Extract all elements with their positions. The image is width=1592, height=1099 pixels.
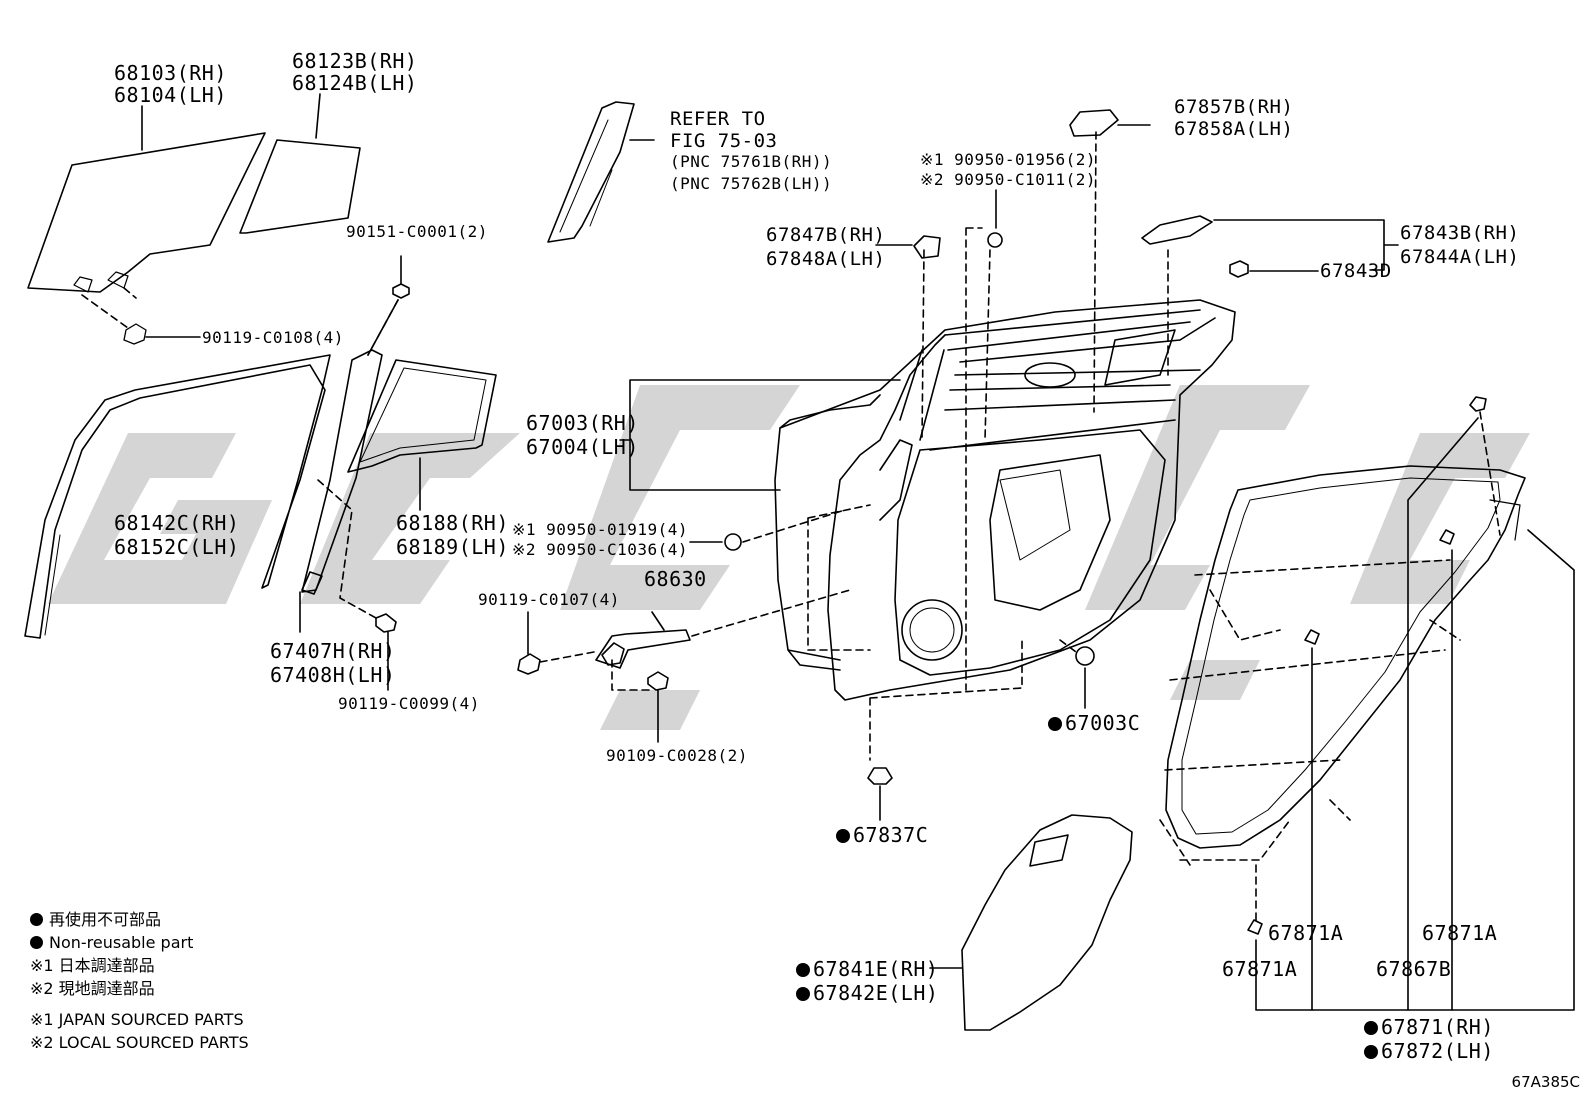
- label-68630: 68630: [644, 567, 707, 591]
- label-clip-c1036: ※2 90950-C1036(4): [512, 540, 689, 559]
- label-screw-c0001: 90151-C0001(2): [346, 222, 488, 241]
- label-67848a: 67848A(LH): [766, 248, 886, 270]
- rear-door-shell: [779, 299, 1236, 701]
- quarter-window-frame: [347, 359, 497, 473]
- legend-en-source-1: ※1 JAPAN SOURCED PARTS: [30, 1010, 244, 1029]
- pillar-garnish: [547, 101, 635, 243]
- legend-nonreusable-en: Non-reusable part: [30, 931, 249, 954]
- door-weatherstrip: [1165, 465, 1526, 849]
- label-67837c: 67837C: [836, 824, 928, 846]
- label-67003: 67003(RH): [526, 411, 639, 435]
- nonreusable-bullet-icon: [30, 936, 43, 949]
- division-bar: [301, 349, 383, 593]
- service-hole-cover: [961, 814, 1133, 1031]
- label-67843b: 67843B(RH): [1400, 222, 1520, 244]
- watermark-logo: [48, 385, 1530, 730]
- label-67003c: 67003C: [1048, 712, 1140, 734]
- figure-code: 67A385C: [1511, 1073, 1580, 1091]
- label-67407h: 67407H(RH): [270, 639, 396, 663]
- legend-jp-source-1: ※1 日本調達部品: [30, 956, 155, 975]
- label-67871: 67871(RH): [1364, 1016, 1494, 1038]
- label-67843d: 67843D: [1320, 260, 1392, 282]
- glass-run-channel: [24, 354, 331, 639]
- label-refer-3: (PNC 75761B(RH)): [670, 152, 833, 171]
- label-glass-lh: 68104(LH): [114, 83, 227, 107]
- legend-jp-source-2: ※2 現地調達部品: [30, 979, 155, 998]
- label-68189: 68189(LH): [396, 535, 509, 559]
- label-bolt-c0108: 90119-C0108(4): [202, 328, 344, 347]
- label-67004: 67004(LH): [526, 435, 639, 459]
- label-67872: 67872(LH): [1364, 1040, 1494, 1062]
- legend-en-source-2: ※2 LOCAL SOURCED PARTS: [30, 1033, 249, 1052]
- label-67858a: 67858A(LH): [1174, 118, 1294, 140]
- label-bolt-c0107: 90119-C0107(4): [478, 590, 620, 609]
- label-67871a-1: 67871A: [1268, 921, 1344, 945]
- quarter-glass: [239, 139, 361, 234]
- label-quarter-glass-lh: 68124B(LH): [292, 71, 418, 95]
- label-quarter-glass-rh: 68123B(RH): [292, 49, 418, 73]
- label-67842e: 67842E(LH): [796, 982, 938, 1004]
- label-bolt-c0028: 90109-C0028(2): [606, 746, 748, 765]
- label-67867b: 67867B: [1376, 957, 1452, 981]
- legend-nonreusable-jp: 再使用不可部品: [30, 908, 249, 931]
- legend: 再使用不可部品 Non-reusable part ※1 日本調達部品 ※2 現…: [30, 908, 249, 1054]
- label-refer-1: REFER TO: [670, 108, 766, 130]
- door-glass: [27, 132, 266, 293]
- label-68142c: 68142C(RH): [114, 511, 240, 535]
- nonreusable-bullet-icon: [30, 913, 43, 926]
- label-clip-01919: ※1 90950-01919(4): [512, 520, 689, 539]
- label-clip-01956: ※1 90950-01956(2): [920, 150, 1097, 169]
- label-bolt-c0099: 90119-C0099(4): [338, 694, 480, 713]
- label-glass-rh: 68103(RH): [114, 61, 227, 85]
- label-68152c: 68152C(LH): [114, 535, 240, 559]
- label-67871a-2: 67871A: [1422, 921, 1498, 945]
- label-67844a: 67844A(LH): [1400, 246, 1520, 268]
- label-68188: 68188(RH): [396, 511, 509, 535]
- label-refer-2: FIG 75-03: [670, 130, 778, 152]
- label-67871a-3: 67871A: [1222, 957, 1298, 981]
- label-67841e: 67841E(RH): [796, 958, 938, 980]
- label-67847b: 67847B(RH): [766, 224, 886, 246]
- label-clip-c1011: ※2 90950-C1011(2): [920, 170, 1097, 189]
- label-refer-4: (PNC 75762B(LH)): [670, 174, 833, 193]
- label-67857b: 67857B(RH): [1174, 96, 1294, 118]
- door-check: [595, 629, 691, 669]
- label-67408h: 67408H(LH): [270, 663, 396, 687]
